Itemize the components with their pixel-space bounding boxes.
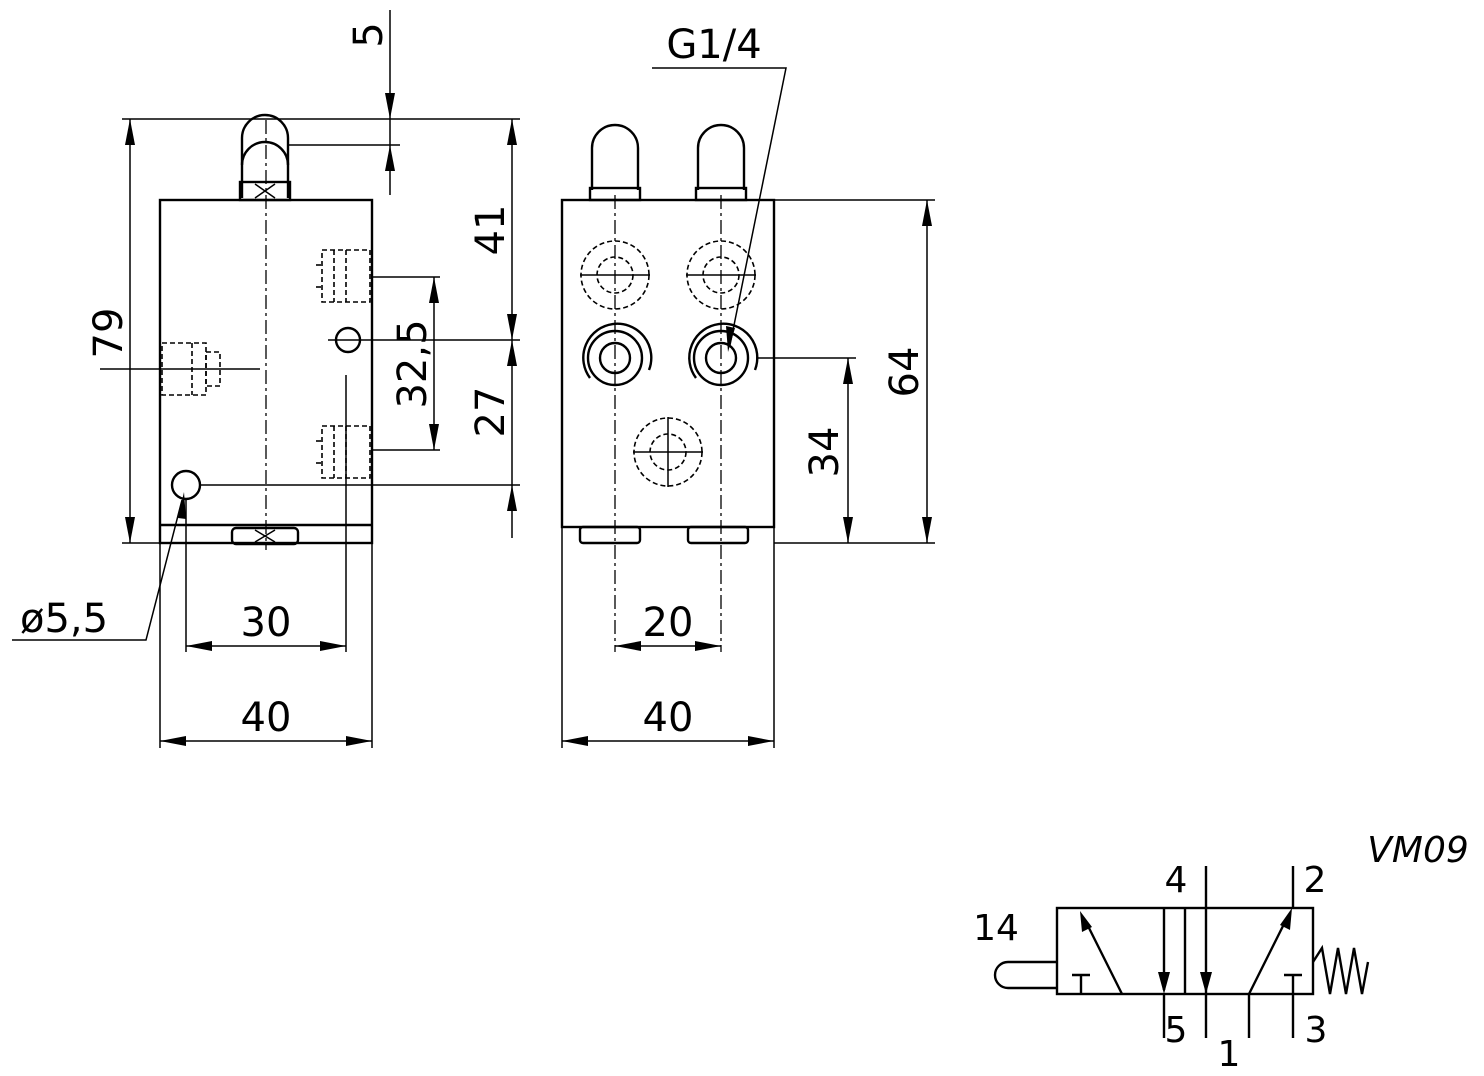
side-dashed-port-upper-left bbox=[580, 240, 650, 310]
dim-port-height: 34 bbox=[802, 427, 848, 478]
dim-overall-height: 79 bbox=[86, 308, 132, 359]
front-port-upper bbox=[316, 249, 371, 303]
side-dimensions bbox=[561, 67, 935, 748]
side-dashed-port-bottom bbox=[633, 417, 703, 487]
dim-side-height: 64 bbox=[882, 347, 928, 398]
side-view bbox=[560, 123, 776, 652]
side-fitting-left bbox=[588, 123, 642, 202]
dim-port-pitch: 20 bbox=[643, 600, 694, 646]
front-view bbox=[100, 113, 520, 550]
port-label-3: 3 bbox=[1305, 1010, 1328, 1051]
front-port-lower bbox=[316, 425, 371, 479]
dim-top-offset: 5 bbox=[346, 22, 392, 47]
port-label-4: 4 bbox=[1165, 860, 1188, 901]
port-label-2: 2 bbox=[1304, 860, 1327, 901]
side-port-right bbox=[688, 322, 759, 387]
port-label-5: 5 bbox=[1165, 1010, 1188, 1051]
model-label: VM09 bbox=[1367, 830, 1469, 871]
side-port-left bbox=[582, 322, 653, 387]
dim-hole-diameter: ø5,5 bbox=[20, 596, 108, 642]
dim-upper-height: 41 bbox=[468, 205, 514, 256]
dim-port-spacing: 32,5 bbox=[390, 319, 436, 408]
port-label-1: 1 bbox=[1218, 1034, 1241, 1075]
port-label-14: 14 bbox=[973, 908, 1019, 949]
dim-side-width: 40 bbox=[643, 695, 694, 741]
mounting-hole bbox=[170, 469, 202, 501]
dim-front-width: 40 bbox=[241, 695, 292, 741]
side-bottom-fitting-left bbox=[578, 525, 642, 545]
dim-thread: G1/4 bbox=[666, 22, 761, 68]
dim-lower-height: 27 bbox=[468, 387, 514, 438]
plunger-top bbox=[240, 113, 290, 198]
front-port-left bbox=[100, 342, 260, 396]
return-spring bbox=[1311, 944, 1370, 995]
valve-symbol bbox=[993, 866, 1370, 1038]
bottom-fitting bbox=[230, 526, 300, 546]
dim-hole-spacing: 30 bbox=[241, 600, 292, 646]
front-dimensions bbox=[12, 10, 520, 748]
side-fitting-right bbox=[694, 123, 748, 202]
plunger-actuator bbox=[993, 960, 1057, 990]
side-bottom-fitting-right bbox=[686, 525, 750, 545]
